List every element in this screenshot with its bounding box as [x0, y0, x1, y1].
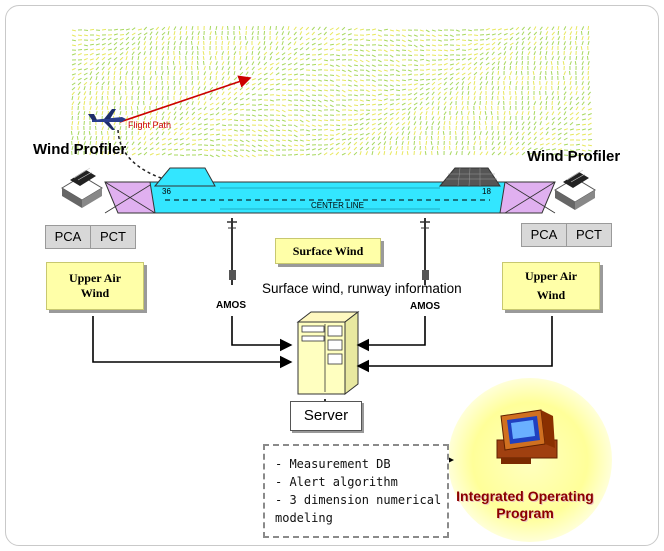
airplane-icon [88, 109, 126, 130]
upper-air-wind-left: Upper Air Wind [46, 262, 144, 310]
module-item-measurement-db: - Measurement DB [275, 457, 391, 471]
upper-air-left-line1: Upper Air [68, 271, 122, 285]
pca-right-label: PCA [522, 224, 567, 246]
flight-path-arrow [119, 75, 252, 123]
server-label: Server [290, 401, 362, 431]
pct-right-label: PCT [567, 224, 611, 246]
wind-profiler-left-label: Wind Profiler [33, 141, 127, 158]
surface-wind-box: Surface Wind [275, 238, 381, 264]
module-item-numerical: - 3 dimension numerical [275, 493, 442, 507]
wind-vectors [70, 25, 593, 158]
integrated-program-line2: Program [496, 505, 554, 521]
upper-air-wind-right: Upper Air Wind [502, 262, 600, 310]
pca-pct-left: PCA PCT [45, 225, 136, 249]
pct-left-label: PCT [91, 226, 135, 248]
wind-profiler-right-icon [554, 169, 596, 210]
upper-air-right-line1: Upper Air [524, 269, 578, 283]
module-item-alert-algorithm: - Alert algorithm [275, 475, 398, 489]
flight-path-label: Flight Path [128, 120, 172, 130]
wind-profiler-left-icon [61, 167, 103, 208]
server-rack-icon [296, 310, 360, 396]
upper-air-left-line2: Wind [80, 286, 110, 300]
pca-left-label: PCA [46, 226, 91, 248]
amos-right-mast-icon [420, 218, 430, 285]
runway-number-left: 36 [162, 187, 171, 196]
runway [104, 167, 556, 214]
amos-left-mast-icon [227, 218, 237, 285]
pca-pct-right: PCA PCT [521, 223, 612, 247]
upper-air-right-line2: Wind [536, 288, 566, 302]
module-item-modeling: modeling [275, 511, 333, 525]
computer-icon [496, 409, 558, 464]
runway-center-line: CENTER LINE [311, 201, 364, 210]
runway-number-right: 18 [482, 187, 491, 196]
module-list: - Measurement DB - Alert algorithm - 3 d… [263, 444, 449, 538]
surface-wind-info-label: Surface wind, runway information [262, 281, 462, 296]
amos-left-label: AMOS [216, 300, 246, 311]
amos-right-label: AMOS [410, 301, 440, 312]
integrated-operating-program-label: Integrated Operating Program [440, 488, 610, 522]
integrated-program-line1: Integrated Operating [456, 488, 594, 504]
wind-profiler-right-label: Wind Profiler [527, 148, 621, 165]
